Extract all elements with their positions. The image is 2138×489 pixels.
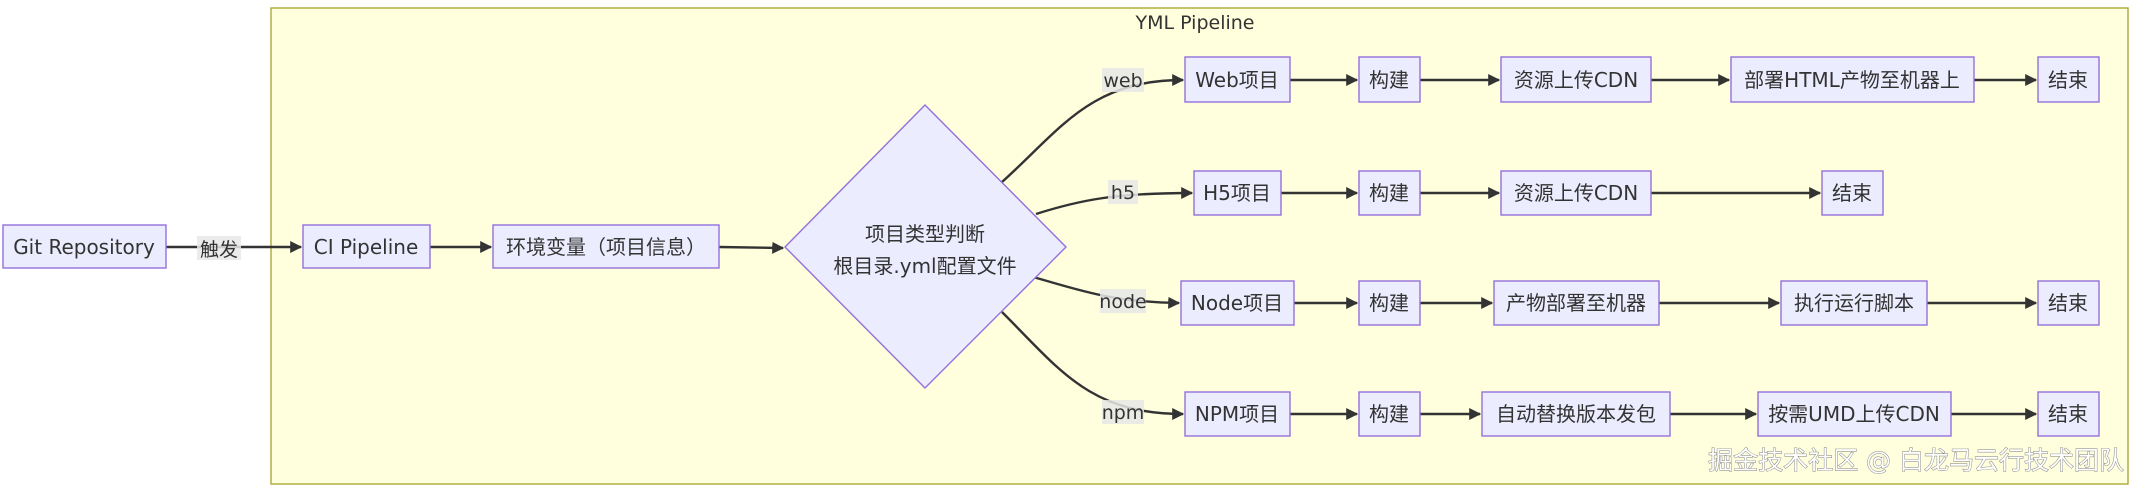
edge-decision-to-node <box>1032 275 1181 309</box>
node-label: 自动替换版本发包 <box>1496 402 1656 426</box>
node-label: 结束 <box>2048 402 2088 426</box>
node-npm-end: 结束 <box>2037 391 2100 437</box>
edge-decision-to-npm <box>1001 311 1185 420</box>
node-h5-upload-cdn: 资源上传CDN <box>1500 170 1652 216</box>
node-box <box>2037 391 2100 437</box>
node-label: 资源上传CDN <box>1514 181 1638 205</box>
node-box <box>2037 56 2100 103</box>
node-label: 构建 <box>1369 181 1409 205</box>
node-h5-build: 构建 <box>1358 170 1421 216</box>
nodes: Git Repository CI Pipeline 环境变量（项目信息） 项目… <box>2 56 2100 437</box>
edge-label-bg <box>1102 400 1144 424</box>
node-env-vars: 环境变量（项目信息） <box>492 224 720 269</box>
node-node-deploy-artifact: 产物部署至机器 <box>1493 280 1660 326</box>
node-npm-publish: 自动替换版本发包 <box>1481 391 1671 437</box>
edge-label-h5: h5 <box>1108 180 1138 204</box>
node-label: H5项目 <box>1203 181 1271 205</box>
edge-label-web: web <box>1102 68 1144 92</box>
node-label: 构建 <box>1369 402 1409 426</box>
decision-line-1: 项目类型判断 <box>865 222 985 246</box>
node-node-project: Node项目 <box>1180 280 1295 326</box>
edge-label-trigger-text: 触发 <box>200 239 238 261</box>
node-node-run-script: 执行运行脚本 <box>1780 280 1928 326</box>
node-box <box>2037 280 2100 326</box>
node-box <box>1730 56 1975 103</box>
node-npm-build: 构建 <box>1358 391 1421 437</box>
node-box <box>1358 391 1421 437</box>
edge-env-to-decision <box>718 241 785 254</box>
node-node-build: 构建 <box>1358 280 1421 326</box>
node-label: Git Repository <box>13 235 155 259</box>
node-label: 构建 <box>1369 291 1409 315</box>
node-label: CI Pipeline <box>314 235 419 259</box>
node-box <box>1493 280 1660 326</box>
node-box <box>1184 56 1291 103</box>
node-node-end: 结束 <box>2037 280 2100 326</box>
decision-line-2: 根目录.yml配置文件 <box>833 254 1016 278</box>
node-ci-pipeline: CI Pipeline <box>302 224 431 269</box>
edge-label-trigger: 触发 <box>197 236 241 261</box>
node-box <box>1180 280 1295 326</box>
node-web-project: Web项目 <box>1184 56 1291 103</box>
edge-label-h5-text: h5 <box>1111 182 1135 204</box>
node-git-repository: Git Repository <box>2 224 167 269</box>
edge-label-node: node <box>1099 289 1147 313</box>
node-label: 结束 <box>2048 291 2088 315</box>
edge-label-web-text: web <box>1103 70 1142 92</box>
node-project-type-decision: 项目类型判断 根目录.yml配置文件 <box>784 104 1067 389</box>
node-label: 按需UMD上传CDN <box>1768 402 1940 426</box>
node-npm-umd-upload: 按需UMD上传CDN <box>1757 391 1952 437</box>
edge-label-npm-text: npm <box>1102 402 1145 424</box>
node-web-end: 结束 <box>2037 56 2100 103</box>
edge-decision-to-web <box>1001 74 1185 183</box>
node-box <box>1358 170 1421 216</box>
node-box <box>1757 391 1952 437</box>
node-box <box>492 224 720 269</box>
edge-label-bg <box>1102 68 1144 92</box>
node-label: 资源上传CDN <box>1514 68 1638 92</box>
node-npm-project: NPM项目 <box>1184 391 1291 437</box>
edge-label-node-text: node <box>1099 291 1146 313</box>
edge-label-bg <box>197 236 241 260</box>
edge-decision-to-h5 <box>1035 187 1194 216</box>
node-box <box>1780 280 1928 326</box>
node-label: 产物部署至机器 <box>1506 291 1646 315</box>
edge-label-npm: npm <box>1102 400 1145 424</box>
node-box <box>1821 170 1884 216</box>
node-box <box>1184 391 1291 437</box>
node-box <box>1481 391 1671 437</box>
node-box <box>1358 280 1421 326</box>
node-label: 环境变量（项目信息） <box>506 235 706 259</box>
node-web-build: 构建 <box>1358 56 1421 103</box>
node-label: 部署HTML产物至机器上 <box>1744 68 1960 92</box>
node-label: 结束 <box>2048 68 2088 92</box>
node-box <box>2 224 167 269</box>
node-box <box>1500 170 1652 216</box>
edge-labels: 触发 web h5 node npm <box>197 68 1147 424</box>
edge-label-bg <box>1100 289 1146 313</box>
node-box <box>302 224 431 269</box>
edge-label-bg <box>1108 180 1138 204</box>
cluster-title: YML Pipeline <box>1135 12 1255 34</box>
node-h5-end: 结束 <box>1821 170 1884 216</box>
node-h5-project: H5项目 <box>1193 170 1282 216</box>
node-label: 构建 <box>1369 68 1409 92</box>
node-web-deploy-html: 部署HTML产物至机器上 <box>1730 56 1975 103</box>
watermark-text: 掘金技术社区 @ 白龙马云行技术团队 <box>1708 446 2124 475</box>
node-box <box>1500 56 1652 103</box>
edges <box>166 74 2038 420</box>
node-box <box>1193 170 1282 216</box>
decision-diamond <box>784 104 1067 389</box>
node-label: 执行运行脚本 <box>1794 291 1914 315</box>
node-label: Node项目 <box>1191 291 1283 315</box>
node-web-upload-cdn: 资源上传CDN <box>1500 56 1652 103</box>
node-label: 结束 <box>1832 181 1872 205</box>
node-box <box>1358 56 1421 103</box>
node-label: NPM项目 <box>1195 402 1279 426</box>
node-label: Web项目 <box>1195 68 1279 92</box>
